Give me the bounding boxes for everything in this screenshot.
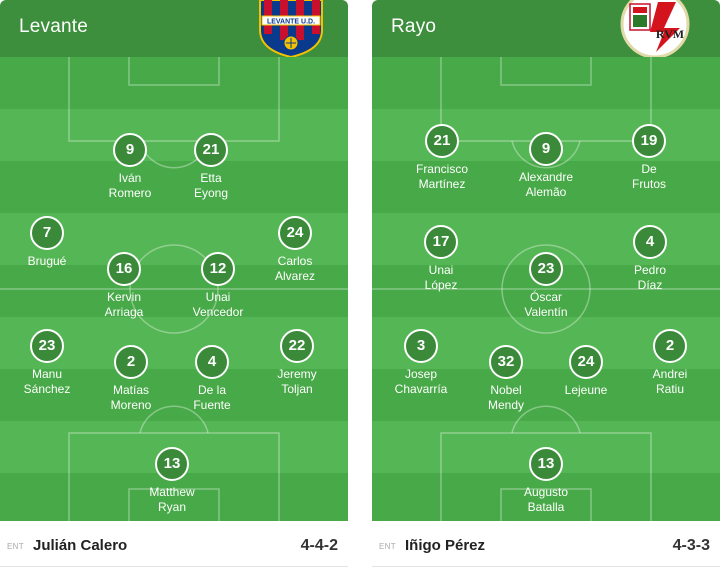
player-name: Brugué (27, 254, 67, 268)
player-name: Etta Eyong (193, 171, 229, 200)
player-name: Lejeune (564, 383, 608, 397)
player-number: 2 (114, 345, 148, 379)
team-name: Levante (19, 16, 89, 37)
player[interactable]: 32 Nobel Mendy (461, 345, 551, 413)
player[interactable]: 9 Alexandre Alemão (501, 132, 591, 200)
player-name: Unai López (424, 263, 458, 292)
player-number: 12 (201, 252, 235, 286)
player-number: 13 (529, 447, 563, 481)
player[interactable]: 13 Matthew Ryan (127, 447, 217, 515)
pitch: 21 Francisco Martínez 9 Alexandre Alemão… (372, 57, 720, 521)
player[interactable]: 12 Unai Vencedor (173, 252, 263, 320)
team-header: Levante LEVANTE U.D. (0, 0, 348, 59)
pitch-markings (372, 57, 720, 521)
coach-bar: ENT Iñigo Pérez 4-3-3 (372, 521, 720, 567)
crest-text: LEVANTE U.D. (267, 19, 315, 26)
player[interactable]: 23 Manu Sánchez (2, 329, 92, 397)
player[interactable]: 7 Brugué (2, 216, 92, 269)
team-header: Rayo RVM (372, 0, 720, 59)
player-name: Matías Moreno (110, 383, 152, 412)
player[interactable]: 4 Pedro Díaz (605, 225, 695, 293)
crest-text: RVM (656, 27, 684, 41)
player-number: 19 (632, 124, 666, 158)
player-number: 13 (155, 447, 189, 481)
player[interactable]: 22 Jeremy Toljan (252, 329, 342, 397)
player-number: 21 (425, 124, 459, 158)
player[interactable]: 21 Francisco Martínez (397, 124, 487, 192)
player-number: 23 (529, 252, 563, 286)
player-name: Andrei Ratiu (652, 367, 688, 396)
player-name: Unai Vencedor (192, 290, 244, 319)
player-name: Kervin Arriaga (104, 290, 144, 319)
player[interactable]: 2 Andrei Ratiu (625, 329, 715, 397)
player[interactable]: 13 Augusto Batalla (501, 447, 591, 515)
player-name: Matthew Ryan (149, 485, 195, 514)
player-number: 24 (569, 345, 603, 379)
player-number: 7 (30, 216, 64, 250)
coach-name[interactable]: Julián Calero (33, 537, 128, 554)
player-number: 9 (529, 132, 563, 166)
player-number: 16 (107, 252, 141, 286)
player-number: 9 (113, 133, 147, 167)
player[interactable]: 9 Iván Romero (85, 133, 175, 201)
player-number: 22 (280, 329, 314, 363)
player[interactable]: 17 Unai López (396, 225, 486, 293)
player-name: Jeremy Toljan (277, 367, 317, 396)
coach-prefix: ENT (379, 542, 396, 551)
player-number: 32 (489, 345, 523, 379)
pitch-markings (0, 57, 348, 521)
player[interactable]: 24 Carlos Alvarez (250, 216, 340, 284)
coach-name[interactable]: Iñigo Pérez (405, 537, 486, 554)
player[interactable]: 16 Kervin Arriaga (79, 252, 169, 320)
player-name: Carlos Alvarez (274, 254, 315, 283)
player-number: 2 (653, 329, 687, 363)
player-name: Augusto Batalla (523, 485, 569, 514)
player-name: Josep Chavarría (394, 367, 448, 396)
player[interactable]: 4 De la Fuente (167, 345, 257, 413)
rayo-crest-icon: RVM (620, 0, 690, 59)
player-name: Nobel Mendy (487, 383, 525, 412)
formation: 4-3-3 (672, 537, 710, 554)
levante-crest-icon: LEVANTE U.D. (256, 0, 326, 59)
team-card-rayo: Rayo RVM (372, 0, 720, 567)
player-name: Iván Romero (108, 171, 152, 200)
player-number: 4 (633, 225, 667, 259)
formation: 4-4-2 (300, 537, 338, 554)
team-name: Rayo (391, 16, 437, 37)
player-number: 4 (195, 345, 229, 379)
player[interactable]: 3 Josep Chavarría (376, 329, 466, 397)
player-number: 17 (424, 225, 458, 259)
player-number: 24 (278, 216, 312, 250)
player-name: De Frutos (631, 162, 666, 191)
player[interactable]: 2 Matías Moreno (86, 345, 176, 413)
team-card-levante: Levante LEVANTE U.D. (0, 0, 348, 567)
coach-prefix: ENT (7, 542, 24, 551)
player-number: 3 (404, 329, 438, 363)
coach-bar: ENT Julián Calero 4-4-2 (0, 521, 348, 567)
player-name: Pedro Díaz (633, 263, 667, 292)
player[interactable]: 24 Lejeune (541, 345, 631, 398)
player-number: 21 (194, 133, 228, 167)
pitch: 9 Iván Romero 21 Etta Eyong 7 Brugué 24 … (0, 57, 348, 521)
player[interactable]: 21 Etta Eyong (166, 133, 256, 201)
player-name: Francisco Martínez (415, 162, 468, 191)
player[interactable]: 19 De Frutos (604, 124, 694, 192)
player-name: Manu Sánchez (23, 367, 71, 396)
player-name: De la Fuente (193, 383, 231, 412)
player-name: Óscar Valentín (524, 290, 568, 319)
player-name: Alexandre Alemão (518, 170, 574, 199)
player[interactable]: 23 Óscar Valentín (501, 252, 591, 320)
player-number: 23 (30, 329, 64, 363)
